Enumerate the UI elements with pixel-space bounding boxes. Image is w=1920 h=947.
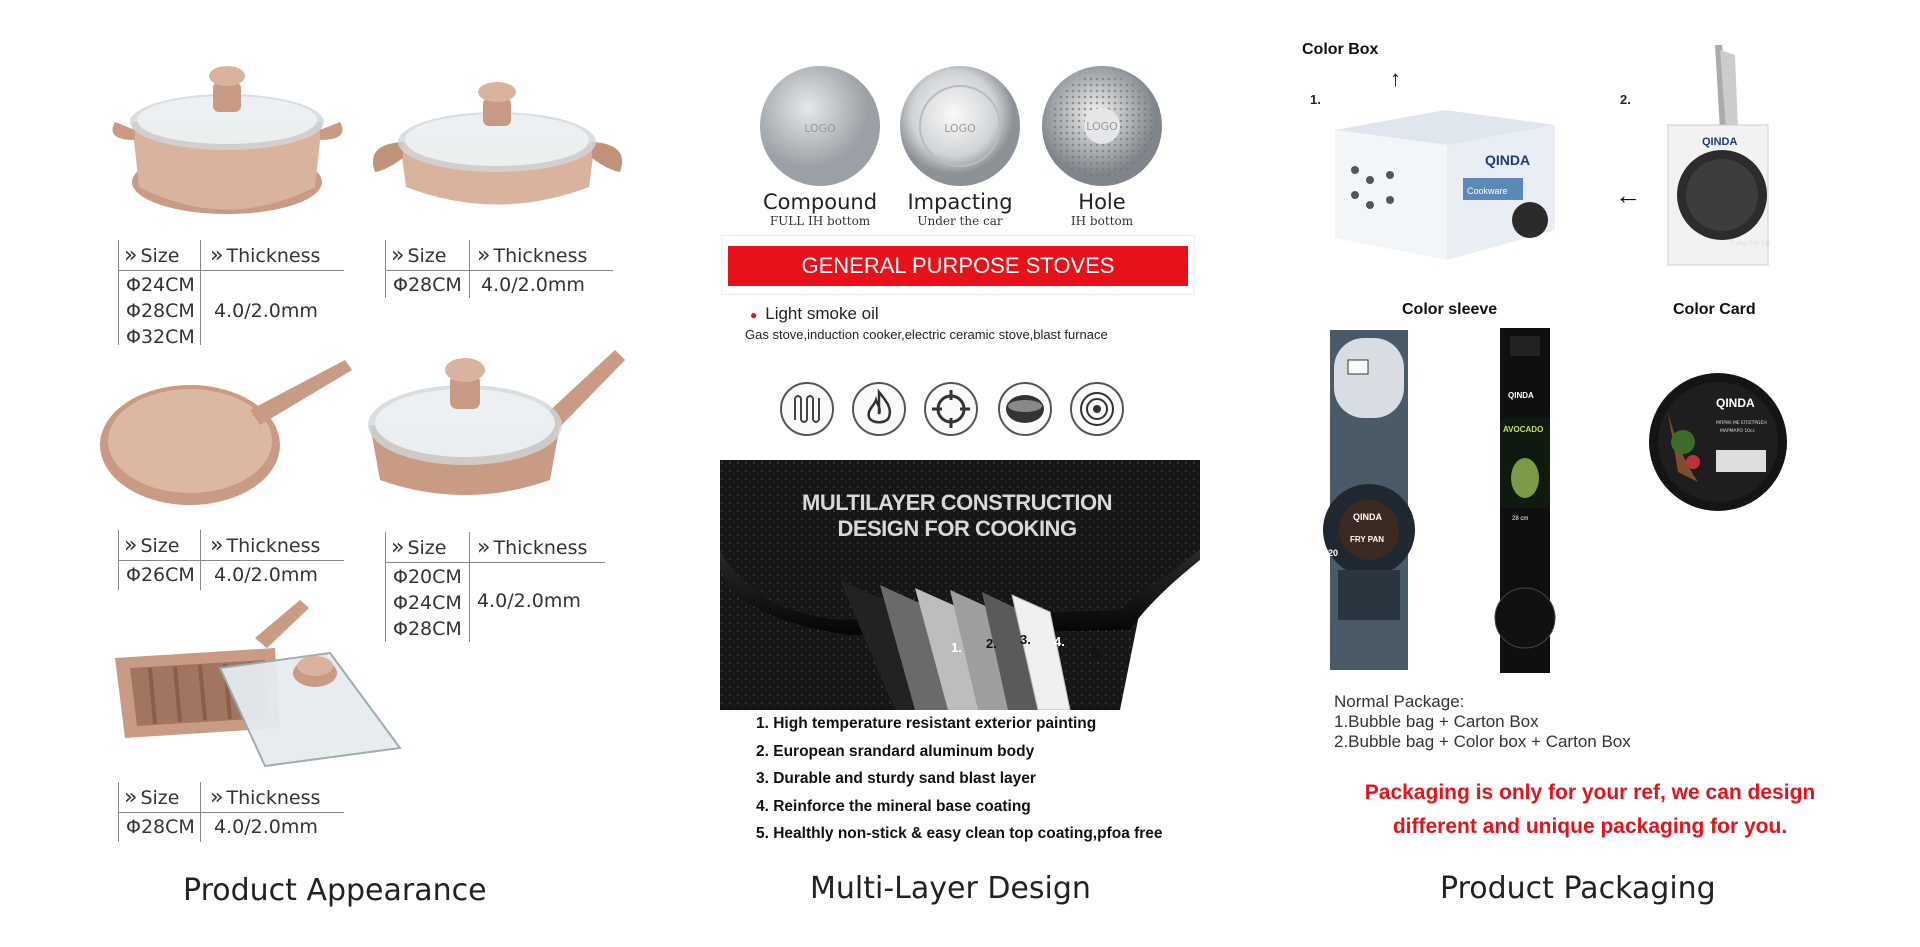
- layer-number-2: 2.: [986, 636, 997, 651]
- brand-text: QINDA: [1702, 136, 1738, 148]
- hole-bottom-image: LOGO: [1042, 66, 1162, 186]
- induction-coil-icon: [780, 382, 834, 436]
- multilayer-design-caption: Multi-Layer Design: [810, 871, 1091, 906]
- impacting-bottom-image: LOGO: [900, 66, 1020, 186]
- banner-text: GENERAL PURPOSE STOVES: [728, 246, 1188, 286]
- number-1: 1.: [1310, 92, 1321, 107]
- low-casserole-image: [372, 82, 623, 205]
- multilayer-construction-image: [720, 460, 1200, 710]
- color-box-label: Color Box: [1302, 41, 1379, 58]
- layer-number-4: 4.: [1054, 634, 1065, 649]
- brand-text: QINDA: [1353, 512, 1383, 522]
- brand-text: QINDA: [1485, 152, 1530, 168]
- logo-text: LOGO: [804, 122, 836, 135]
- logo-text: LOGO: [1086, 120, 1118, 133]
- product-packaging-caption: Product Packaging: [1440, 871, 1716, 906]
- spec-table-fry-pan: »Size »Thickness Φ20CM Φ24CM Φ28CM 4.0/2…: [385, 532, 605, 642]
- layer-number-3: 3.: [1020, 632, 1031, 647]
- number-2: 2.: [1620, 92, 1631, 107]
- spec-table-casserole: »Size »Thickness Φ24CM Φ28CM Φ32CM 4.0/2…: [118, 240, 344, 348]
- color-sleeve-label: Color sleeve: [1402, 301, 1498, 318]
- brand-text: QINDA: [1716, 396, 1755, 410]
- fry-pan-text: FRY PAN: [1350, 535, 1384, 544]
- layer-number-1: 1.: [951, 640, 962, 655]
- frying-pan-set-box-image: QINDA Frying Pan Set: [1667, 45, 1770, 266]
- fry-pan-lid-image: [368, 350, 625, 495]
- grill-pan-image: [115, 600, 402, 768]
- card-text-2: ΜΑΡΜΑΡΟ 10cc: [1720, 428, 1756, 434]
- product-appearance-caption: Product Appearance: [183, 873, 487, 908]
- avocado-text: AVOCADO: [1503, 425, 1543, 434]
- electric-hob-icon: [1070, 382, 1124, 436]
- general-purpose-stoves-banner: GENERAL PURPOSE STOVES: [722, 236, 1194, 294]
- gas-burner-icon: [924, 382, 978, 436]
- layer-item: 2. European srandard aluminum body: [756, 742, 1035, 760]
- layer-list: 1. High temperature resistant exterior p…: [756, 710, 1163, 848]
- logo-text: LOGO: [944, 122, 976, 135]
- color-sleeve-1-image: QINDA FRY PAN 20: [1323, 330, 1415, 670]
- ceramic-plate-icon: [998, 382, 1052, 436]
- frying-pan-label: Frying Pan Set: [1730, 241, 1770, 247]
- box-subtitle: Cookware: [1467, 186, 1508, 196]
- packaging-note: Packaging is only for your ref, we can d…: [1364, 781, 1816, 838]
- casserole-pot-image: [112, 66, 343, 214]
- construction-title: MULTILAYER CONSTRUCTION DESIGN FOR COOKI…: [802, 490, 1112, 541]
- sleeve-size: 20: [1328, 548, 1338, 558]
- stoves-line: Gas stove,induction cooker,electric cera…: [745, 327, 1108, 342]
- up-arrow-icon: ↑: [1390, 66, 1401, 91]
- color-box-image: QINDA Cookware: [1335, 110, 1555, 260]
- color-sleeve-2-image: QINDA AVOCADO 28 cm: [1494, 328, 1556, 673]
- left-arrow-icon: ←: [1615, 180, 1641, 210]
- spec-table-grill-pan: »Size »Thickness Φ28CM 4.0/2.0mm: [118, 782, 344, 842]
- avocado-size: 28 cm: [1512, 516, 1528, 522]
- brand-text: QINDA: [1508, 391, 1534, 400]
- layer-item: 1. High temperature resistant exterior p…: [756, 715, 1097, 732]
- compound-bottom-image: LOGO: [760, 66, 880, 186]
- color-card-label: Color Card: [1673, 301, 1756, 318]
- red-bullet-icon: ●: [750, 308, 758, 322]
- card-text-1: ΜΠΡΙΚΙ ΜΕ ΕΠΙΣΤΡΩΣΗ: [1716, 420, 1767, 426]
- color-card-image: QINDA ΜΠΡΙΚΙ ΜΕ ΕΠΙΣΤΡΩΣΗ ΜΑΡΜΑΡΟ 10cc: [1649, 373, 1787, 511]
- flame-icon: [852, 382, 906, 436]
- layer-item: 4. Reinforce the mineral base coating: [756, 797, 1031, 815]
- spec-table-low-casserole: »Size »Thickness Φ28CM 4.0/2.0mm: [385, 240, 613, 298]
- layer-item: 5. Healthly non-stick & easy clean top c…: [756, 825, 1163, 842]
- crepe-pan-image: [100, 360, 352, 505]
- normal-package-info: Normal Package: 1.Bubble bag + Carton Bo…: [1334, 692, 1631, 751]
- layer-item: 3. Durable and sturdy sand blast layer: [756, 770, 1036, 787]
- light-smoke-oil: ●Light smoke oil: [750, 304, 879, 323]
- spec-table-crepe-pan: »Size »Thickness Φ26CM 4.0/2.0mm: [118, 530, 344, 590]
- layer-number-5: 5.: [1092, 646, 1103, 661]
